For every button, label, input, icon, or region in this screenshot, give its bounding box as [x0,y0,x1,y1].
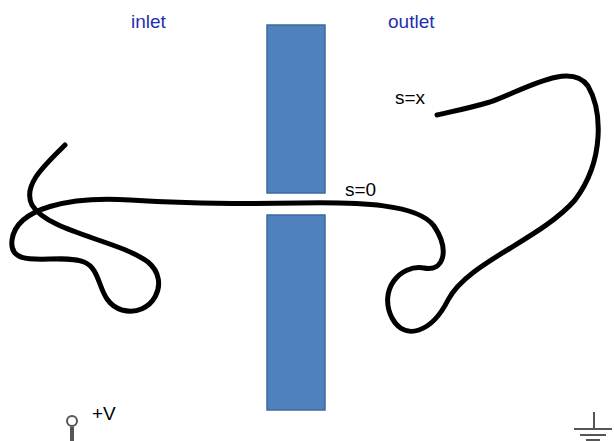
voltage-label: +V [92,404,116,423]
membrane-upper [267,25,325,193]
region-label: inlet [131,12,166,31]
membrane-lower [267,215,325,410]
position-label: s=x [395,88,425,107]
polymer-strand [12,76,598,331]
position-label: s=0 [345,180,376,199]
ground-symbol [574,412,612,440]
region-label: outlet [388,12,434,31]
voltage-electrode [67,416,77,441]
